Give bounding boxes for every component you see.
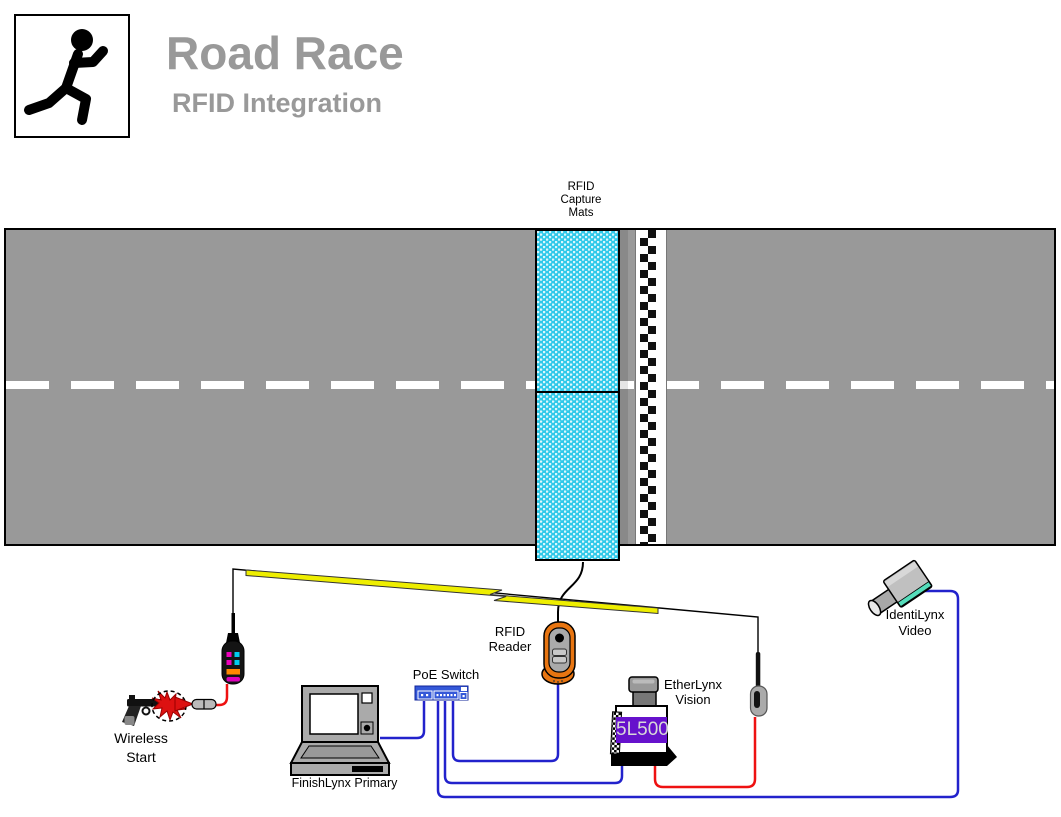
flash-cone — [174, 696, 195, 712]
wire-camera-to-receiver — [653, 717, 757, 789]
wireless-receiver — [749, 652, 768, 717]
rfid-reader-label: RFID Reader — [488, 624, 532, 654]
poe-switch — [414, 685, 469, 701]
capture-mats-label: RFID Capture Mats — [560, 181, 602, 219]
mat-shadow — [620, 229, 628, 545]
wireless-transmitter — [221, 613, 245, 685]
runner-icon — [24, 29, 108, 125]
wire-etherlynx-to-switch — [443, 701, 624, 785]
wire-reader-to-switch — [451, 684, 560, 763]
logo-box — [14, 14, 130, 138]
etherlynx-camera — [609, 676, 677, 766]
finish-line-strip — [635, 230, 667, 544]
road — [4, 228, 1056, 546]
laptop — [289, 685, 391, 776]
rfid-reader — [541, 621, 576, 685]
finish-line-checkers — [640, 230, 656, 544]
finishlynx-primary-label: FinishLynx Primary — [291, 776, 398, 790]
muzzle-flash — [151, 690, 195, 722]
wire-laptop-to-switch — [380, 701, 426, 740]
wire-mats-to-reader — [557, 561, 584, 623]
camera-model-text: 5L500 — [616, 719, 669, 740]
wire-gun-to-transmitter — [198, 684, 229, 707]
page-title: Road Race — [166, 27, 404, 79]
wireless-start-label: Wireless Start — [114, 730, 168, 765]
camera-model-band — [616, 717, 667, 743]
wire-wireless-link-line — [232, 568, 759, 656]
rfid-capture-mat-bottom — [535, 391, 620, 561]
starter-pistol — [122, 695, 162, 726]
poe-switch-label: PoE Switch — [412, 667, 480, 682]
identilynx-video-label: IdentiLynx Video — [885, 607, 945, 638]
road-center-dashed-line — [6, 381, 1054, 389]
wireless-signal-bolt — [245, 569, 659, 615]
wire-identilynx-to-switch — [436, 589, 960, 799]
rfid-capture-mat-top — [535, 229, 620, 393]
start-microphone — [191, 698, 217, 710]
etherlynx-vision-label: EtherLynx Vision — [663, 677, 723, 707]
page-subtitle: RFID Integration — [172, 88, 382, 118]
identilynx-camera — [867, 559, 933, 617]
